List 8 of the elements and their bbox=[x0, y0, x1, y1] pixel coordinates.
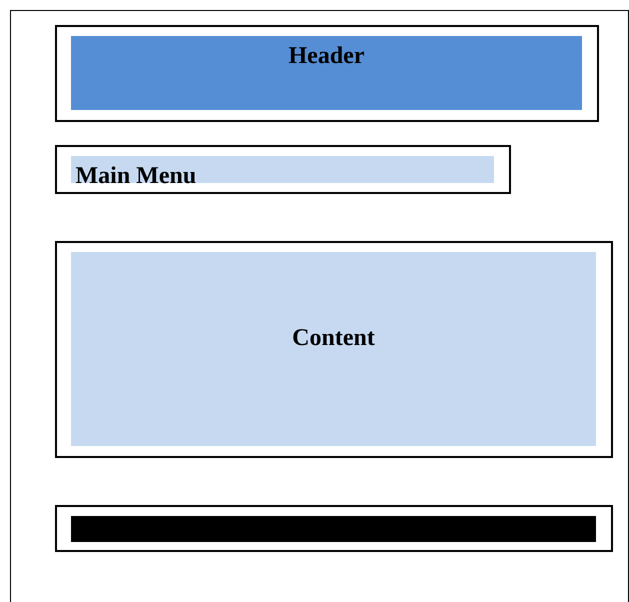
menu-section bbox=[54, 144, 510, 194]
section-title: Main Menu bbox=[76, 162, 196, 190]
content-section bbox=[54, 240, 612, 458]
header-section bbox=[54, 24, 598, 122]
section-title: Content bbox=[291, 324, 376, 352]
footer-section bbox=[54, 504, 612, 552]
section-title: Header bbox=[288, 42, 366, 70]
page-frame bbox=[10, 10, 629, 602]
